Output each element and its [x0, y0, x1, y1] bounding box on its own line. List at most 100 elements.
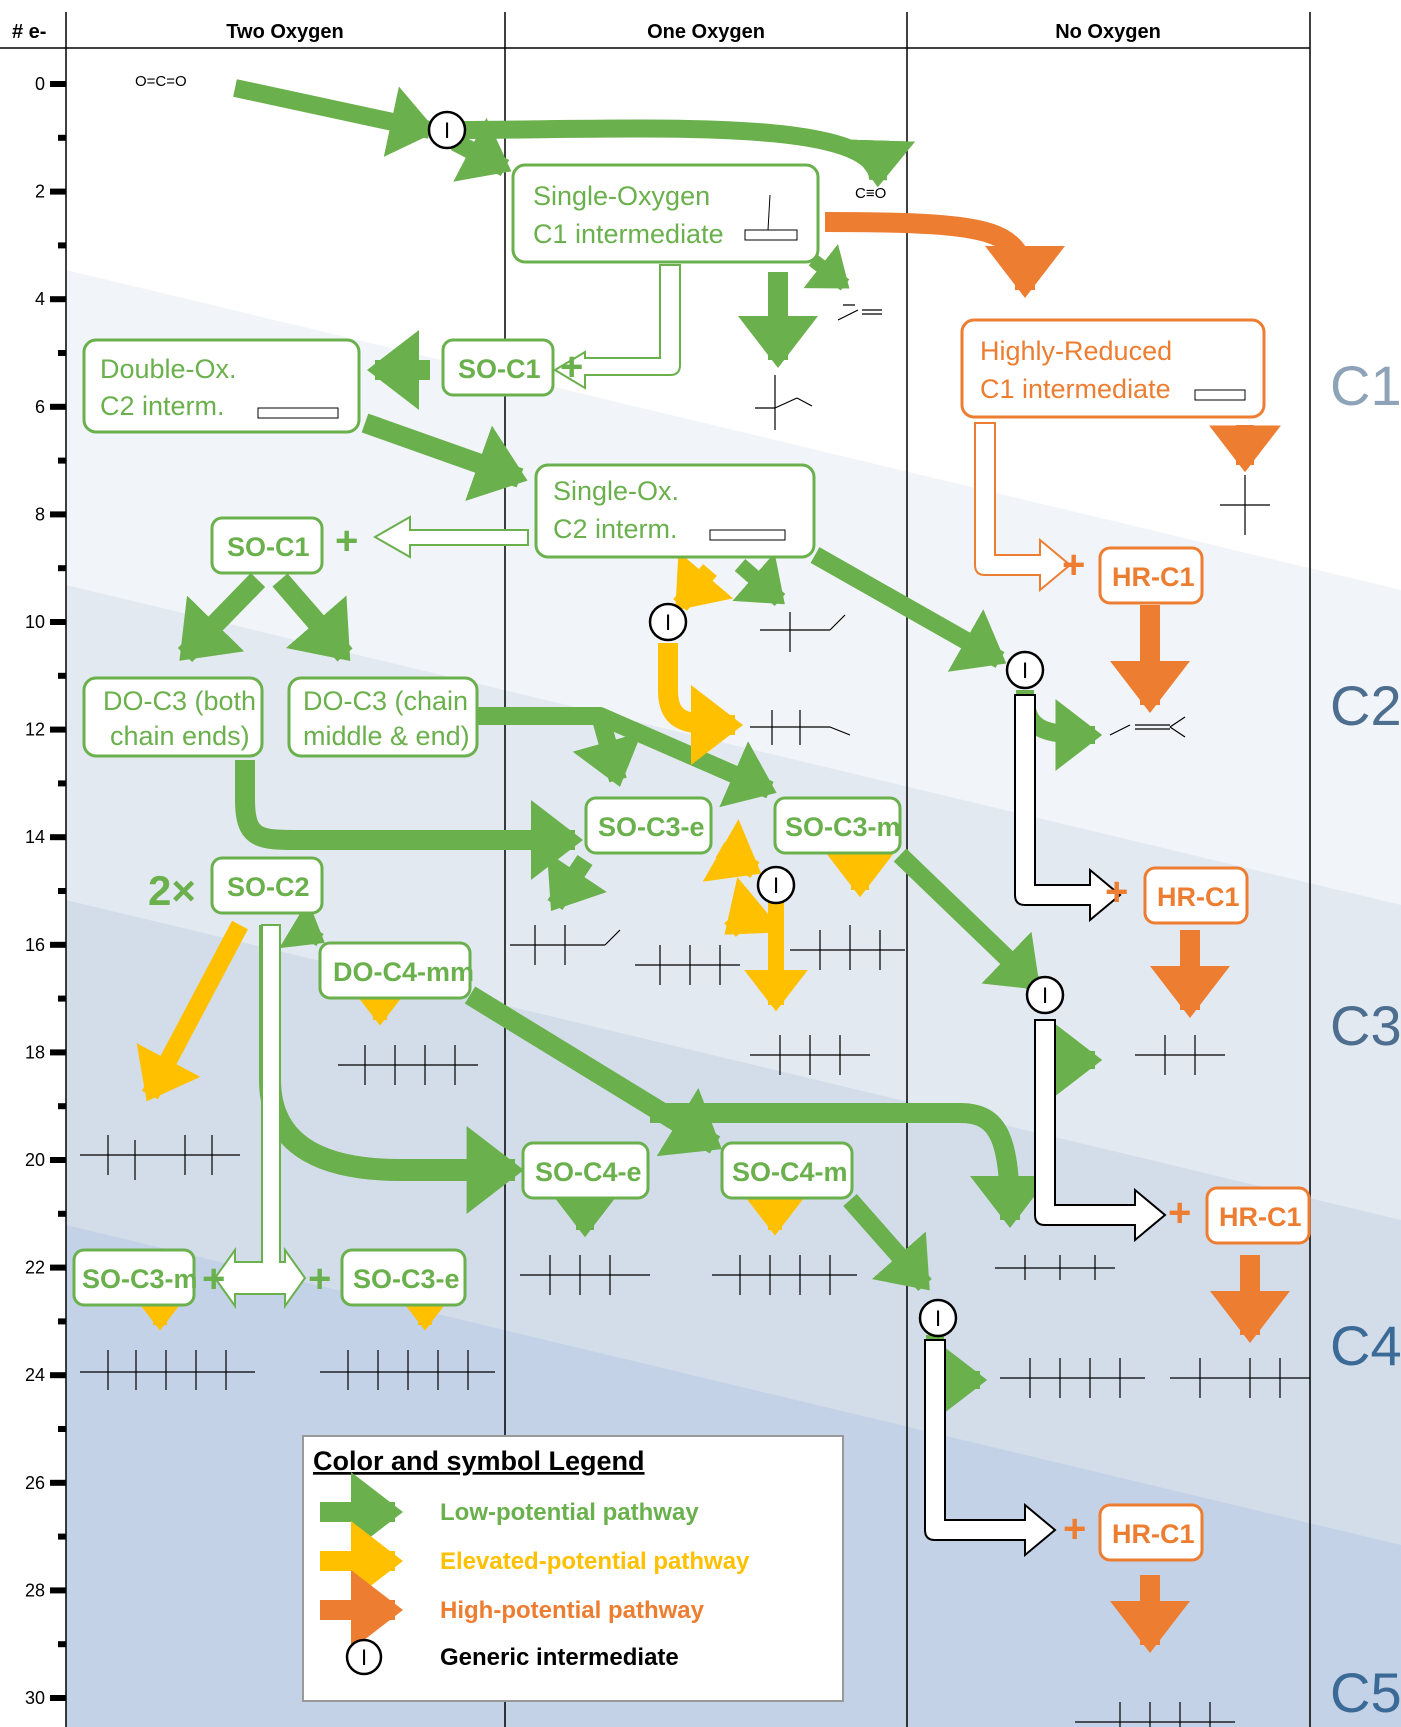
axis-tick-label: 22 — [25, 1258, 45, 1278]
axis-minor-tick — [58, 1318, 66, 1325]
svg-text:SO-C3-e: SO-C3-e — [598, 812, 705, 842]
legend-item-low: Low-potential pathway — [440, 1499, 699, 1526]
plus-sign: + — [1062, 543, 1085, 587]
axis-major-tick — [50, 941, 66, 948]
node-do-c3-mid[interactable]: DO-C3 (chain middle & end) — [287, 676, 479, 758]
plus-sign: + — [1063, 1507, 1086, 1551]
node-so-c4-m[interactable]: SO-C4-m — [720, 1141, 854, 1200]
generic-intermediate-icon: I — [1025, 975, 1065, 1015]
node-do-c3-ends[interactable]: DO-C3 (both chain ends) — [82, 676, 264, 758]
axis-tick-label: 24 — [25, 1365, 45, 1385]
axis-major-tick — [50, 296, 66, 303]
svg-text:I: I — [773, 873, 779, 898]
generic-intermediate-icon: I — [648, 602, 688, 642]
node-so-c1-small-1[interactable]: SO-C1 — [441, 338, 555, 397]
axis-minor-tick — [58, 457, 66, 464]
plus-sign: + — [1168, 1191, 1191, 1235]
svg-text:SO-C3-m: SO-C3-m — [785, 812, 901, 842]
legend: Color and symbol Legend Low-potential pa… — [302, 1435, 844, 1702]
node-hr-c1-small-3[interactable]: HR-C1 — [1205, 1186, 1311, 1245]
generic-intermediates: I I I I I I — [427, 110, 1065, 1338]
axis-major-tick — [50, 1049, 66, 1056]
node-so-c1-small-2[interactable]: SO-C1 — [210, 516, 324, 575]
axis-minor-tick — [58, 1641, 66, 1648]
svg-text:Single-Oxygen: Single-Oxygen — [533, 181, 710, 211]
node-hr-c1-small-1[interactable]: HR-C1 — [1098, 546, 1204, 605]
svg-text:SO-C3-m: SO-C3-m — [82, 1264, 198, 1294]
node-hr-c1-small-2[interactable]: HR-C1 — [1143, 866, 1249, 925]
axis-tick-label: 10 — [25, 612, 45, 632]
multiplier-label: 2× — [148, 867, 196, 914]
axis-minor-tick — [58, 780, 66, 787]
molecule-structures: O=C=O C≡O — [80, 73, 1310, 1727]
axis-major-tick — [50, 1695, 66, 1701]
axis-tick-label: 2 — [35, 182, 45, 202]
hollow-arrows — [213, 264, 1167, 1558]
svg-text:HR-C1: HR-C1 — [1112, 1519, 1195, 1549]
axis-major-tick — [50, 81, 66, 87]
legend-generic-intermediate-icon — [345, 1638, 383, 1676]
node-so-c3-e[interactable]: SO-C3-e — [584, 796, 713, 855]
axis-tick-label: 16 — [25, 935, 45, 955]
one-oxygen-header: One Oxygen — [647, 21, 765, 43]
axis-major-tick — [50, 1479, 66, 1486]
node-do-c2[interactable]: Double-Ox. C2 interm. — [82, 338, 361, 434]
axis-major-tick — [50, 1157, 66, 1163]
axis-tick-label: 0 — [35, 74, 45, 94]
axis-major-tick — [50, 834, 66, 841]
co2-molecule: O=C=O — [135, 73, 187, 90]
legend-item-high: High-potential pathway — [440, 1597, 705, 1624]
band-label-c1: C1 — [1330, 354, 1401, 417]
axis-major-tick — [50, 726, 66, 733]
node-hr-c1-small-4[interactable]: HR-C1 — [1098, 1503, 1204, 1562]
generic-intermediate-icon: I — [918, 1298, 958, 1338]
generic-intermediate-icon: I — [756, 865, 796, 905]
axis-tick-label: 8 — [35, 504, 45, 524]
plus-sign: + — [308, 1257, 331, 1301]
svg-text:SO-C1: SO-C1 — [227, 532, 310, 562]
axis-major-tick — [50, 1587, 66, 1594]
svg-text:C2 interm.: C2 interm. — [100, 391, 225, 421]
axis-minor-tick — [58, 565, 66, 572]
axis-minor-tick — [58, 242, 66, 249]
generic-intermediate-icon: I — [1005, 650, 1045, 690]
axis-tick-label: 26 — [25, 1473, 45, 1493]
axis-minor-tick — [58, 1210, 66, 1217]
axis-tick-label: 18 — [25, 1042, 45, 1062]
band-label-c5: C5 — [1330, 1661, 1401, 1724]
node-so-c3-e-bottom[interactable]: SO-C3-e — [340, 1248, 467, 1307]
plus-sign: + — [202, 1257, 225, 1301]
node-so-c3-m-bottom[interactable]: SO-C3-m — [72, 1248, 198, 1307]
svg-text:C2 interm.: C2 interm. — [553, 514, 678, 544]
svg-text:I: I — [361, 1645, 367, 1670]
generic-intermediate-icon: I — [427, 110, 467, 150]
svg-text:DO-C3 (chain: DO-C3 (chain — [303, 686, 468, 716]
node-so-c2[interactable]: Single-Ox. C2 interm. — [534, 463, 816, 559]
svg-text:DO-C3 (both: DO-C3 (both — [103, 686, 256, 716]
node-hr-c1-main[interactable]: Highly-Reduced C1 intermediate — [960, 318, 1266, 419]
axis-tick-label: 14 — [25, 827, 45, 847]
carbon-band-labels: C1 C2 C3 C4 C5 — [1330, 354, 1401, 1724]
svg-text:Double-Ox.: Double-Ox. — [100, 354, 237, 384]
node-so-c4-e[interactable]: SO-C4-e — [521, 1141, 650, 1200]
svg-text:C1 intermediate: C1 intermediate — [980, 374, 1171, 404]
legend-item-elevated: Elevated-potential pathway — [440, 1548, 750, 1575]
no-oxygen-header: No Oxygen — [1055, 21, 1161, 43]
svg-text:I: I — [444, 118, 450, 143]
band-label-c4: C4 — [1330, 1314, 1401, 1377]
axis-minor-tick — [58, 1426, 66, 1432]
node-so-c3-m[interactable]: SO-C3-m — [773, 796, 902, 855]
svg-text:HR-C1: HR-C1 — [1219, 1202, 1302, 1232]
svg-text:Highly-Reduced: Highly-Reduced — [980, 336, 1172, 366]
svg-text:SO-C4-m: SO-C4-m — [732, 1157, 848, 1187]
node-so-c1-main[interactable]: Single-Oxygen C1 intermediate — [511, 163, 820, 264]
node-do-c4-mm[interactable]: DO-C4-mm — [318, 941, 474, 1000]
axis-major-tick — [50, 188, 66, 195]
node-so-c2-small[interactable]: SO-C2 — [210, 856, 324, 915]
axis-minor-tick — [58, 134, 66, 141]
svg-text:C1 intermediate: C1 intermediate — [533, 219, 724, 249]
svg-text:SO-C4-e: SO-C4-e — [535, 1157, 642, 1187]
axis-minor-tick — [58, 672, 66, 679]
